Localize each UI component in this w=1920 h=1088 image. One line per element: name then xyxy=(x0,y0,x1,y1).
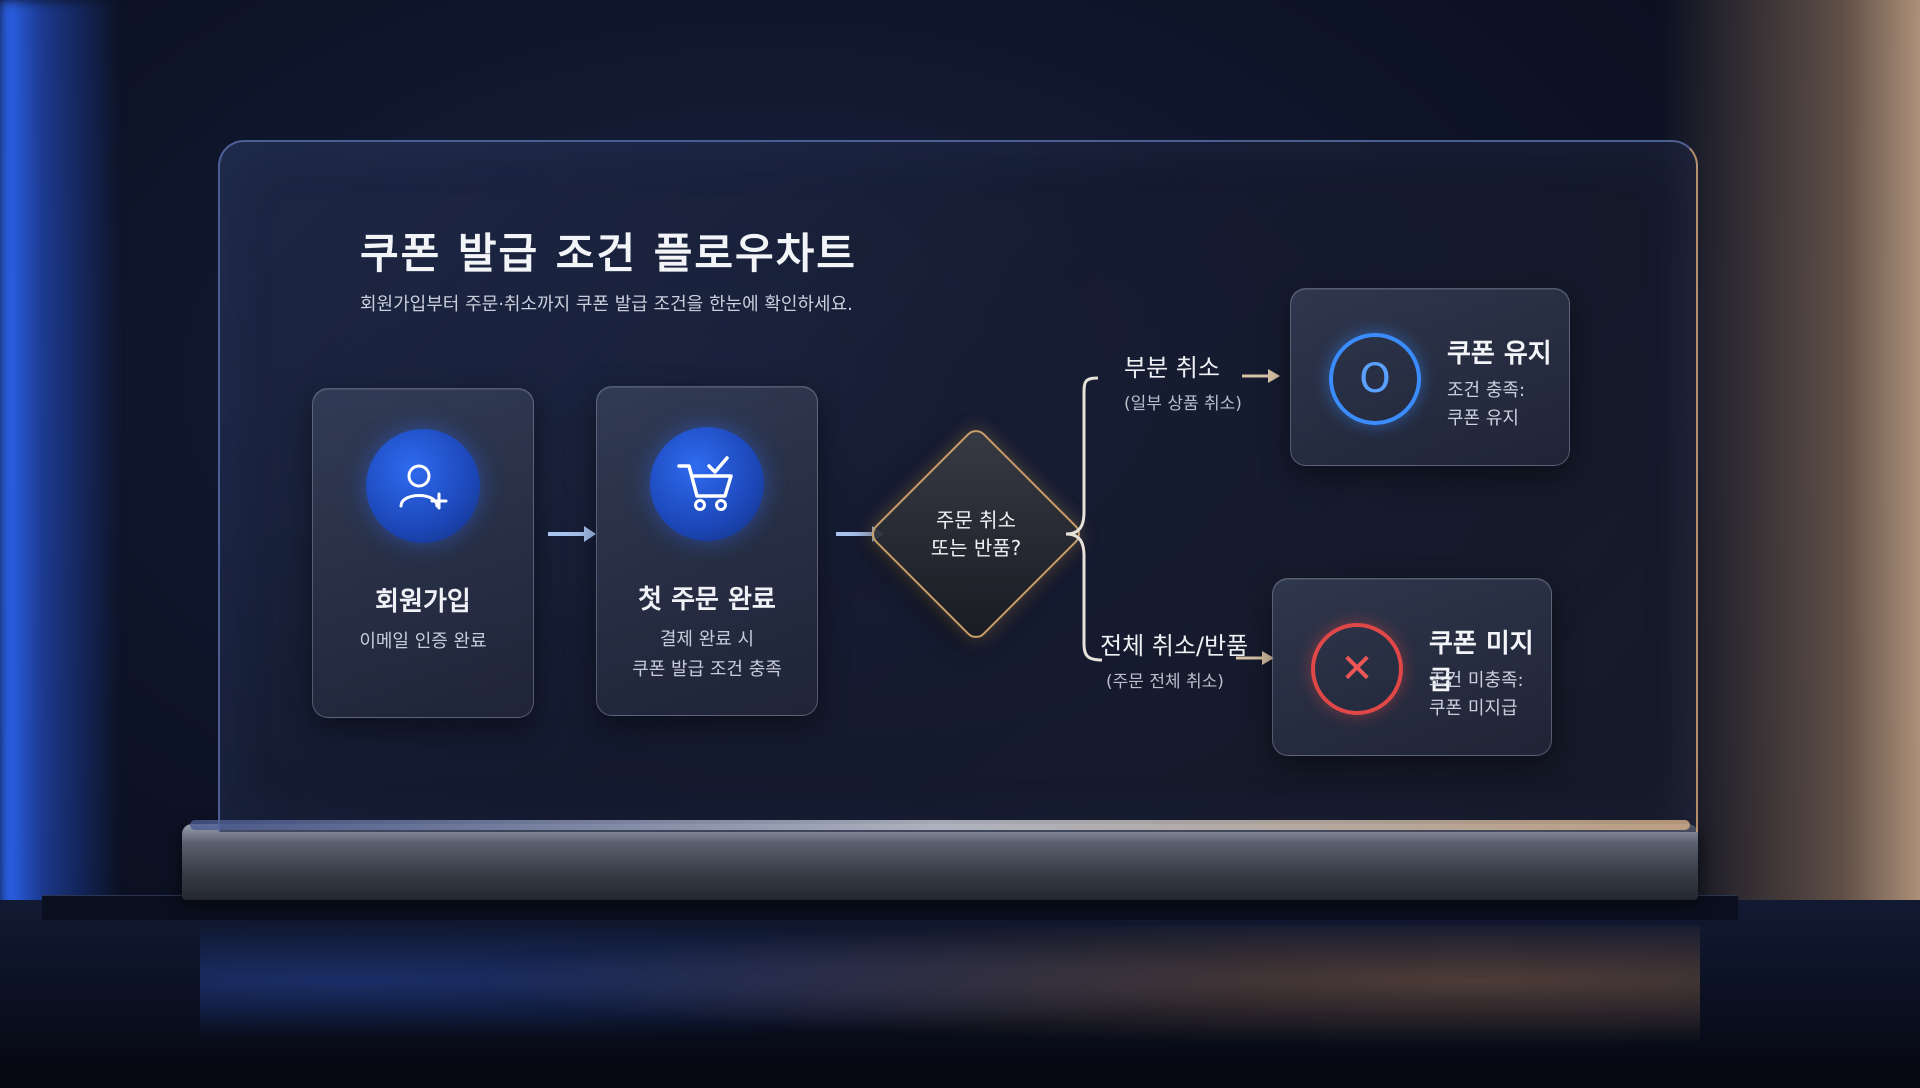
step-desc: 이메일 인증 완료 xyxy=(313,627,533,657)
branch-sub-text: (일부 상품 취소) xyxy=(1124,394,1242,414)
result-symbol: O xyxy=(1359,356,1391,402)
result-desc-line: 조건 충족: xyxy=(1447,380,1526,401)
decision-line: 또는 반품? xyxy=(930,536,1022,560)
step-desc: 결제 완료 시 쿠폰 발급 조건 충족 xyxy=(597,625,817,685)
arrow-right-icon xyxy=(1242,369,1280,383)
cart-check-icon xyxy=(650,427,764,541)
step-desc-line: 쿠폰 발급 조건 충족 xyxy=(632,659,782,680)
result-title: 쿠폰 미지급 xyxy=(1429,629,1534,696)
stand-base xyxy=(182,824,1698,900)
branch-label-text: 부분 취소 xyxy=(1124,354,1220,382)
result-desc: 조건 충족: 쿠폰 유지 xyxy=(1447,377,1525,433)
desk-surface xyxy=(0,900,1920,1088)
step-title: 회원가입 xyxy=(375,587,471,617)
result-symbol: ✕ xyxy=(1340,646,1374,692)
result-card-no-coupon: ✕ 쿠폰 미지급 조건 미충족: 쿠폰 미지급 xyxy=(1272,578,1552,756)
step-desc-line: 결제 완료 시 xyxy=(659,629,755,650)
x-circle-icon: ✕ xyxy=(1311,623,1403,715)
result-card-keep: O 쿠폰 유지 조건 충족: 쿠폰 유지 xyxy=(1290,288,1570,466)
page-title: 쿠폰 발급 조건 플로우차트 xyxy=(360,229,857,278)
step-desc-line: 이메일 인증 완료 xyxy=(359,631,487,652)
branch-label-text: 전체 취소/반품 xyxy=(1100,632,1249,660)
result-desc: 조건 미충족: 쿠폰 미지급 xyxy=(1429,667,1524,723)
decision-text: 주문 취소 또는 반품? xyxy=(886,506,1066,562)
page-subtitle: 회원가입부터 주문·취소까지 쿠폰 발급 조건을 한눈에 확인하세요. xyxy=(360,294,853,315)
branch-partial: 부분 취소 (일부 상품 취소) xyxy=(1124,348,1242,414)
step-title: 첫 주문 완료 xyxy=(638,585,776,615)
branch-full: 전체 취소/반품 (주문 전체 취소) xyxy=(1100,626,1248,692)
result-title: 쿠폰 유지 xyxy=(1447,339,1552,369)
result-desc-line: 조건 미충족: xyxy=(1429,670,1524,691)
branch-sub-text: (주문 전체 취소) xyxy=(1106,672,1224,692)
stand-top-edge xyxy=(190,820,1690,830)
user-plus-icon xyxy=(366,429,480,543)
arrow-right-icon xyxy=(1236,651,1274,665)
branch-bracket xyxy=(1065,376,1103,662)
result-desc-line: 쿠폰 미지급 xyxy=(1429,698,1518,719)
arrow-right-icon xyxy=(548,526,596,542)
circle-o-icon: O xyxy=(1329,333,1421,425)
decision-line: 주문 취소 xyxy=(936,508,1016,532)
step-card-signup: 회원가입 이메일 인증 완료 xyxy=(312,388,534,718)
result-desc-line: 쿠폰 유지 xyxy=(1447,408,1519,429)
step-card-first-order: 첫 주문 완료 결제 완료 시 쿠폰 발급 조건 충족 xyxy=(596,386,818,716)
desk-reflection xyxy=(200,925,1700,1065)
